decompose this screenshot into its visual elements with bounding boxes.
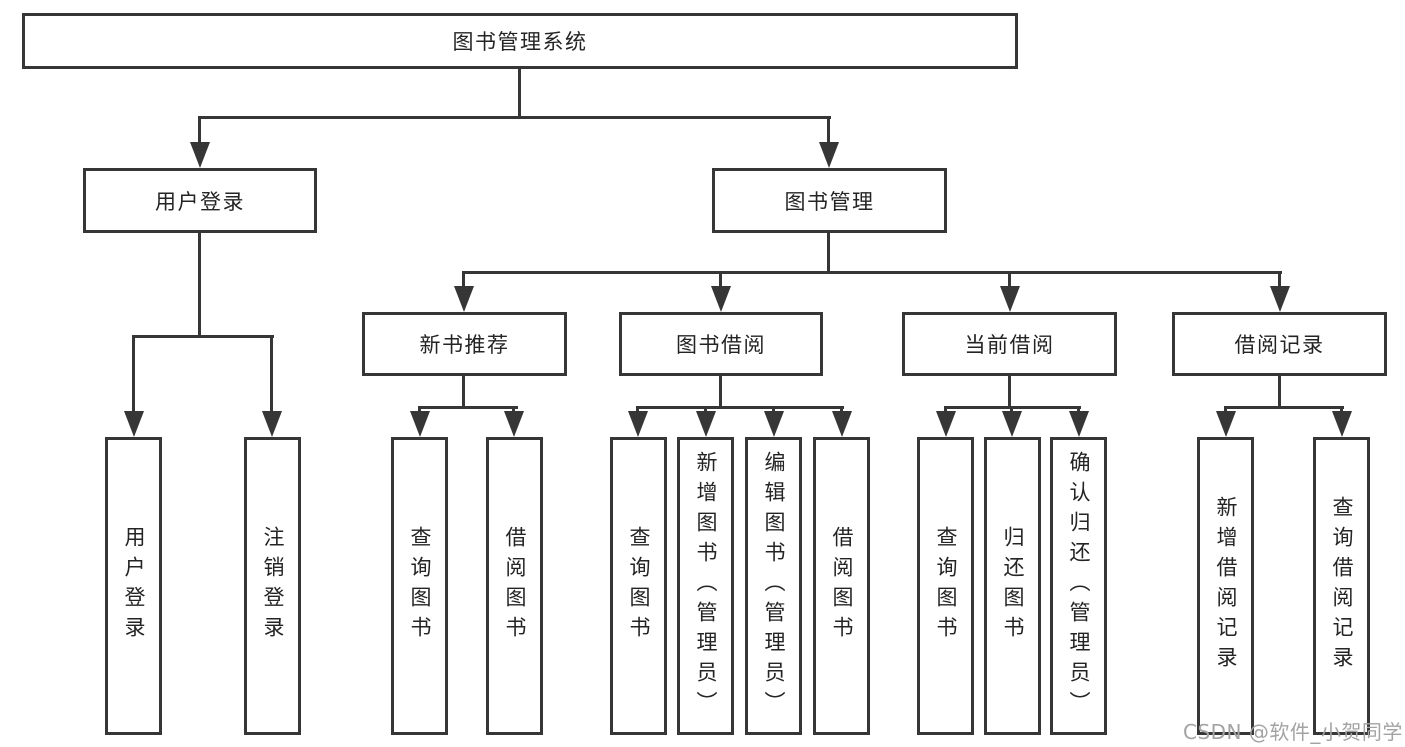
connector-line	[270, 337, 273, 413]
leaf-logout: 注销登录	[244, 437, 301, 735]
leaf-add-borrow-record: 新增借阅记录	[1197, 437, 1254, 735]
node-root-label: 图书管理系统	[452, 30, 588, 54]
node-user-login: 用户登录	[83, 168, 317, 233]
node-book-borrow: 图书借阅	[619, 312, 823, 376]
connector-line	[1224, 406, 1344, 409]
down-arrowhead	[124, 411, 144, 437]
connector-line	[462, 271, 1282, 274]
connector-line	[462, 376, 465, 409]
down-arrowhead	[504, 411, 524, 437]
down-arrowhead	[1332, 411, 1352, 437]
down-arrowhead	[696, 411, 716, 437]
node-book-management-label: 图书管理	[784, 189, 875, 214]
connector-line	[944, 406, 1081, 409]
connector-line	[1278, 376, 1281, 409]
watermark: CSDN @软件_小贺同学	[1183, 720, 1403, 744]
connector-line	[418, 406, 518, 409]
leaf-user-login: 用户登录	[105, 437, 162, 735]
down-arrowhead	[1216, 411, 1236, 437]
node-new-book-recommend-label: 新书推荐	[419, 333, 510, 357]
node-book-borrow-label: 图书借阅	[676, 333, 766, 357]
node-book-management: 图书管理	[712, 168, 947, 233]
connector-line	[518, 69, 521, 118]
leaf-return-book-label: 归还图书	[1001, 526, 1025, 646]
connector-line	[198, 233, 201, 338]
leaf-query-borrow-record: 查询借阅记录	[1313, 437, 1370, 735]
leaf-query-books-recommend-label: 查询图书	[408, 526, 432, 646]
leaf-logout-label: 注销登录	[261, 526, 285, 646]
connector-line	[198, 118, 201, 144]
node-new-book-recommend: 新书推荐	[362, 312, 567, 376]
leaf-edit-book-admin: 编辑图书（管理员）	[745, 437, 802, 735]
node-borrow-records: 借阅记录	[1172, 312, 1387, 376]
leaf-edit-book-admin-label: 编辑图书（管理员）	[762, 451, 786, 721]
leaf-borrow-books: 借阅图书	[813, 437, 870, 735]
leaf-confirm-return-admin-label: 确认归还（管理员）	[1067, 451, 1091, 721]
connector-line	[1008, 273, 1011, 288]
down-arrowhead	[628, 411, 648, 437]
node-user-login-label: 用户登录	[155, 189, 245, 214]
down-arrowhead	[819, 142, 839, 168]
leaf-return-book: 归还图书	[984, 437, 1041, 735]
node-borrow-records-label: 借阅记录	[1234, 333, 1325, 357]
connector-line	[827, 233, 830, 274]
down-arrowhead	[190, 142, 210, 168]
leaf-query-books-current: 查询图书	[917, 437, 974, 735]
down-arrowhead	[764, 411, 784, 437]
leaf-add-borrow-record-label: 新增借阅记录	[1214, 496, 1238, 676]
down-arrowhead	[1270, 286, 1290, 312]
leaf-borrow-books-recommend: 借阅图书	[486, 437, 543, 735]
down-arrowhead	[1002, 411, 1022, 437]
connector-line	[827, 118, 830, 144]
leaf-add-book-admin-label: 新增图书（管理员）	[694, 451, 718, 721]
connector-line	[1008, 376, 1011, 409]
leaf-borrow-books-recommend-label: 借阅图书	[503, 526, 527, 646]
connector-line	[198, 116, 831, 119]
node-current-borrow: 当前借阅	[902, 312, 1117, 376]
connector-line	[636, 406, 844, 409]
connector-line	[719, 273, 722, 288]
connector-line	[719, 376, 722, 409]
connector-line	[1278, 273, 1281, 288]
leaf-query-borrow-record-label: 查询借阅记录	[1330, 496, 1354, 676]
leaf-add-book-admin: 新增图书（管理员）	[677, 437, 734, 735]
leaf-query-books-borrow-label: 查询图书	[627, 526, 651, 646]
connector-line	[462, 273, 465, 288]
connector-line	[132, 335, 274, 338]
down-arrowhead	[832, 411, 852, 437]
down-arrowhead	[936, 411, 956, 437]
leaf-borrow-books-label: 借阅图书	[830, 526, 854, 646]
leaf-query-books-recommend: 查询图书	[391, 437, 448, 735]
node-current-borrow-label: 当前借阅	[964, 333, 1055, 357]
connector-line	[132, 337, 135, 413]
node-root: 图书管理系统	[22, 13, 1018, 69]
down-arrowhead	[1069, 411, 1089, 437]
down-arrowhead	[1000, 286, 1020, 312]
down-arrowhead	[454, 286, 474, 312]
leaf-confirm-return-admin: 确认归还（管理员）	[1050, 437, 1107, 735]
down-arrowhead	[711, 286, 731, 312]
down-arrowhead	[262, 411, 282, 437]
leaf-query-books-borrow: 查询图书	[610, 437, 667, 735]
down-arrowhead	[410, 411, 430, 437]
leaf-user-login-label: 用户登录	[122, 526, 146, 646]
leaf-query-books-current-label: 查询图书	[934, 526, 958, 646]
